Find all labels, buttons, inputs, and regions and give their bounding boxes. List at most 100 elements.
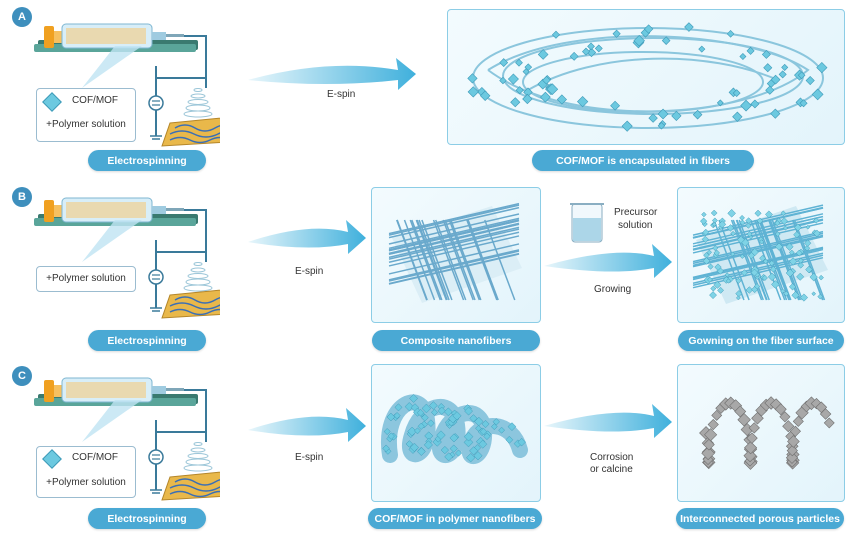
crystal-mark <box>542 75 551 85</box>
crystal-mark <box>443 407 453 417</box>
crystal-mark <box>417 422 425 430</box>
fiber-line <box>388 253 520 285</box>
crystal-mark <box>735 277 742 284</box>
crystal-mark <box>478 439 488 449</box>
fiber-line <box>793 219 826 301</box>
crystal-mark <box>762 258 769 265</box>
crystal-mark <box>657 108 669 120</box>
crystal-mark <box>765 210 773 219</box>
crystal-mark <box>701 446 715 461</box>
crystal-mark <box>479 90 491 101</box>
fiber-line <box>411 219 443 301</box>
syringe-icon <box>34 23 198 52</box>
fiber-line <box>735 219 768 301</box>
crystal-mark <box>788 283 797 291</box>
crystal-mark <box>492 418 500 426</box>
crystal-mark <box>704 428 718 442</box>
crystal-mark <box>594 44 603 53</box>
fiber-line <box>409 219 442 301</box>
crystal-mark <box>483 432 491 441</box>
row-c-material-box: COF/MOF +Polymer solution <box>36 446 136 498</box>
crystal-mark <box>463 431 474 442</box>
crystal-mark <box>621 120 633 132</box>
crystal-mark <box>739 52 747 60</box>
crystal-mark <box>610 100 621 111</box>
crystal-mark <box>785 451 799 464</box>
fiber-line <box>416 219 448 301</box>
row-c-result-panel <box>677 364 845 502</box>
spiral-jet <box>183 262 213 292</box>
fiber-line <box>388 243 520 275</box>
crystal-mark <box>712 245 719 252</box>
crystal-mark <box>498 426 506 434</box>
fiber-line <box>418 219 450 301</box>
crystal-mark <box>449 433 459 443</box>
crystal-mark <box>582 47 590 56</box>
crystal-mark <box>765 85 775 95</box>
crystal-mark <box>780 210 787 217</box>
crystal-mark <box>761 274 768 281</box>
crystal-mark <box>754 209 762 217</box>
crystal-mark <box>633 34 645 47</box>
crystal-mark <box>421 403 432 414</box>
crystal-mark <box>759 254 767 262</box>
crystal-mark <box>703 438 715 451</box>
fiber-line <box>415 219 448 301</box>
crystal-mark <box>436 430 446 440</box>
crystal-mark <box>421 413 429 422</box>
crystal-mark <box>740 269 748 277</box>
row-b-label: B <box>12 187 32 207</box>
crystal-mark <box>707 418 719 431</box>
row-b-precursor-line-1: Precursor <box>614 207 658 218</box>
row-a-result-panel <box>447 9 845 145</box>
crystal-mark <box>811 88 824 101</box>
crystal-mark <box>768 260 775 267</box>
crystal-mark <box>761 49 771 59</box>
crystal-mark <box>423 440 433 450</box>
fiber-line <box>692 219 824 251</box>
mof-in-fibers-image <box>380 393 528 465</box>
crystal-mark <box>735 295 741 301</box>
fiber-line <box>448 219 481 301</box>
crystal-mark <box>750 99 760 109</box>
crystal-mark <box>699 217 708 225</box>
crystal-mark <box>745 222 752 229</box>
crystal-mark <box>455 449 463 457</box>
row-b-growing-arrow <box>544 244 672 278</box>
fiber-line <box>450 219 482 301</box>
power-supply-icon <box>148 449 164 465</box>
row-b-material-box: +Polymer solution <box>36 266 136 292</box>
fiber-line <box>444 219 476 301</box>
crystal-mark <box>786 444 798 457</box>
row-b-espin-arrow <box>248 220 366 254</box>
fiber-line <box>755 219 788 301</box>
crystal-mark <box>797 257 804 264</box>
crystal-mark <box>684 22 694 32</box>
crystal-mark <box>507 422 517 432</box>
crystal-mark <box>745 286 754 294</box>
crystal-mark <box>785 268 795 278</box>
crystal-mark <box>763 63 773 73</box>
row-c-label: C <box>12 366 32 386</box>
crystal-mark <box>813 217 820 224</box>
crystal-mark <box>743 449 757 463</box>
fiber-line <box>396 219 428 301</box>
syringe-icon <box>34 197 198 226</box>
porous-particles-image <box>699 396 835 470</box>
fiber-line <box>388 222 520 255</box>
crystal-mark <box>782 420 795 433</box>
crystal-mark <box>394 403 403 412</box>
syringe-icon <box>34 377 198 406</box>
row-a-apparatus <box>34 23 220 147</box>
row-a-material-box: COF/MOF +Polymer solution <box>36 88 136 142</box>
fiber-line <box>692 232 824 265</box>
crystal-mark <box>739 253 745 259</box>
crystal-mark <box>414 427 421 435</box>
fiber-line <box>718 219 750 301</box>
crystal-mark <box>771 280 780 289</box>
crystal-mark <box>383 428 391 436</box>
crystal-mark <box>805 265 813 274</box>
spiral-jet <box>183 442 213 472</box>
fiber-line <box>388 219 520 251</box>
row-b-middle-label: Composite nanofibers <box>372 330 540 351</box>
